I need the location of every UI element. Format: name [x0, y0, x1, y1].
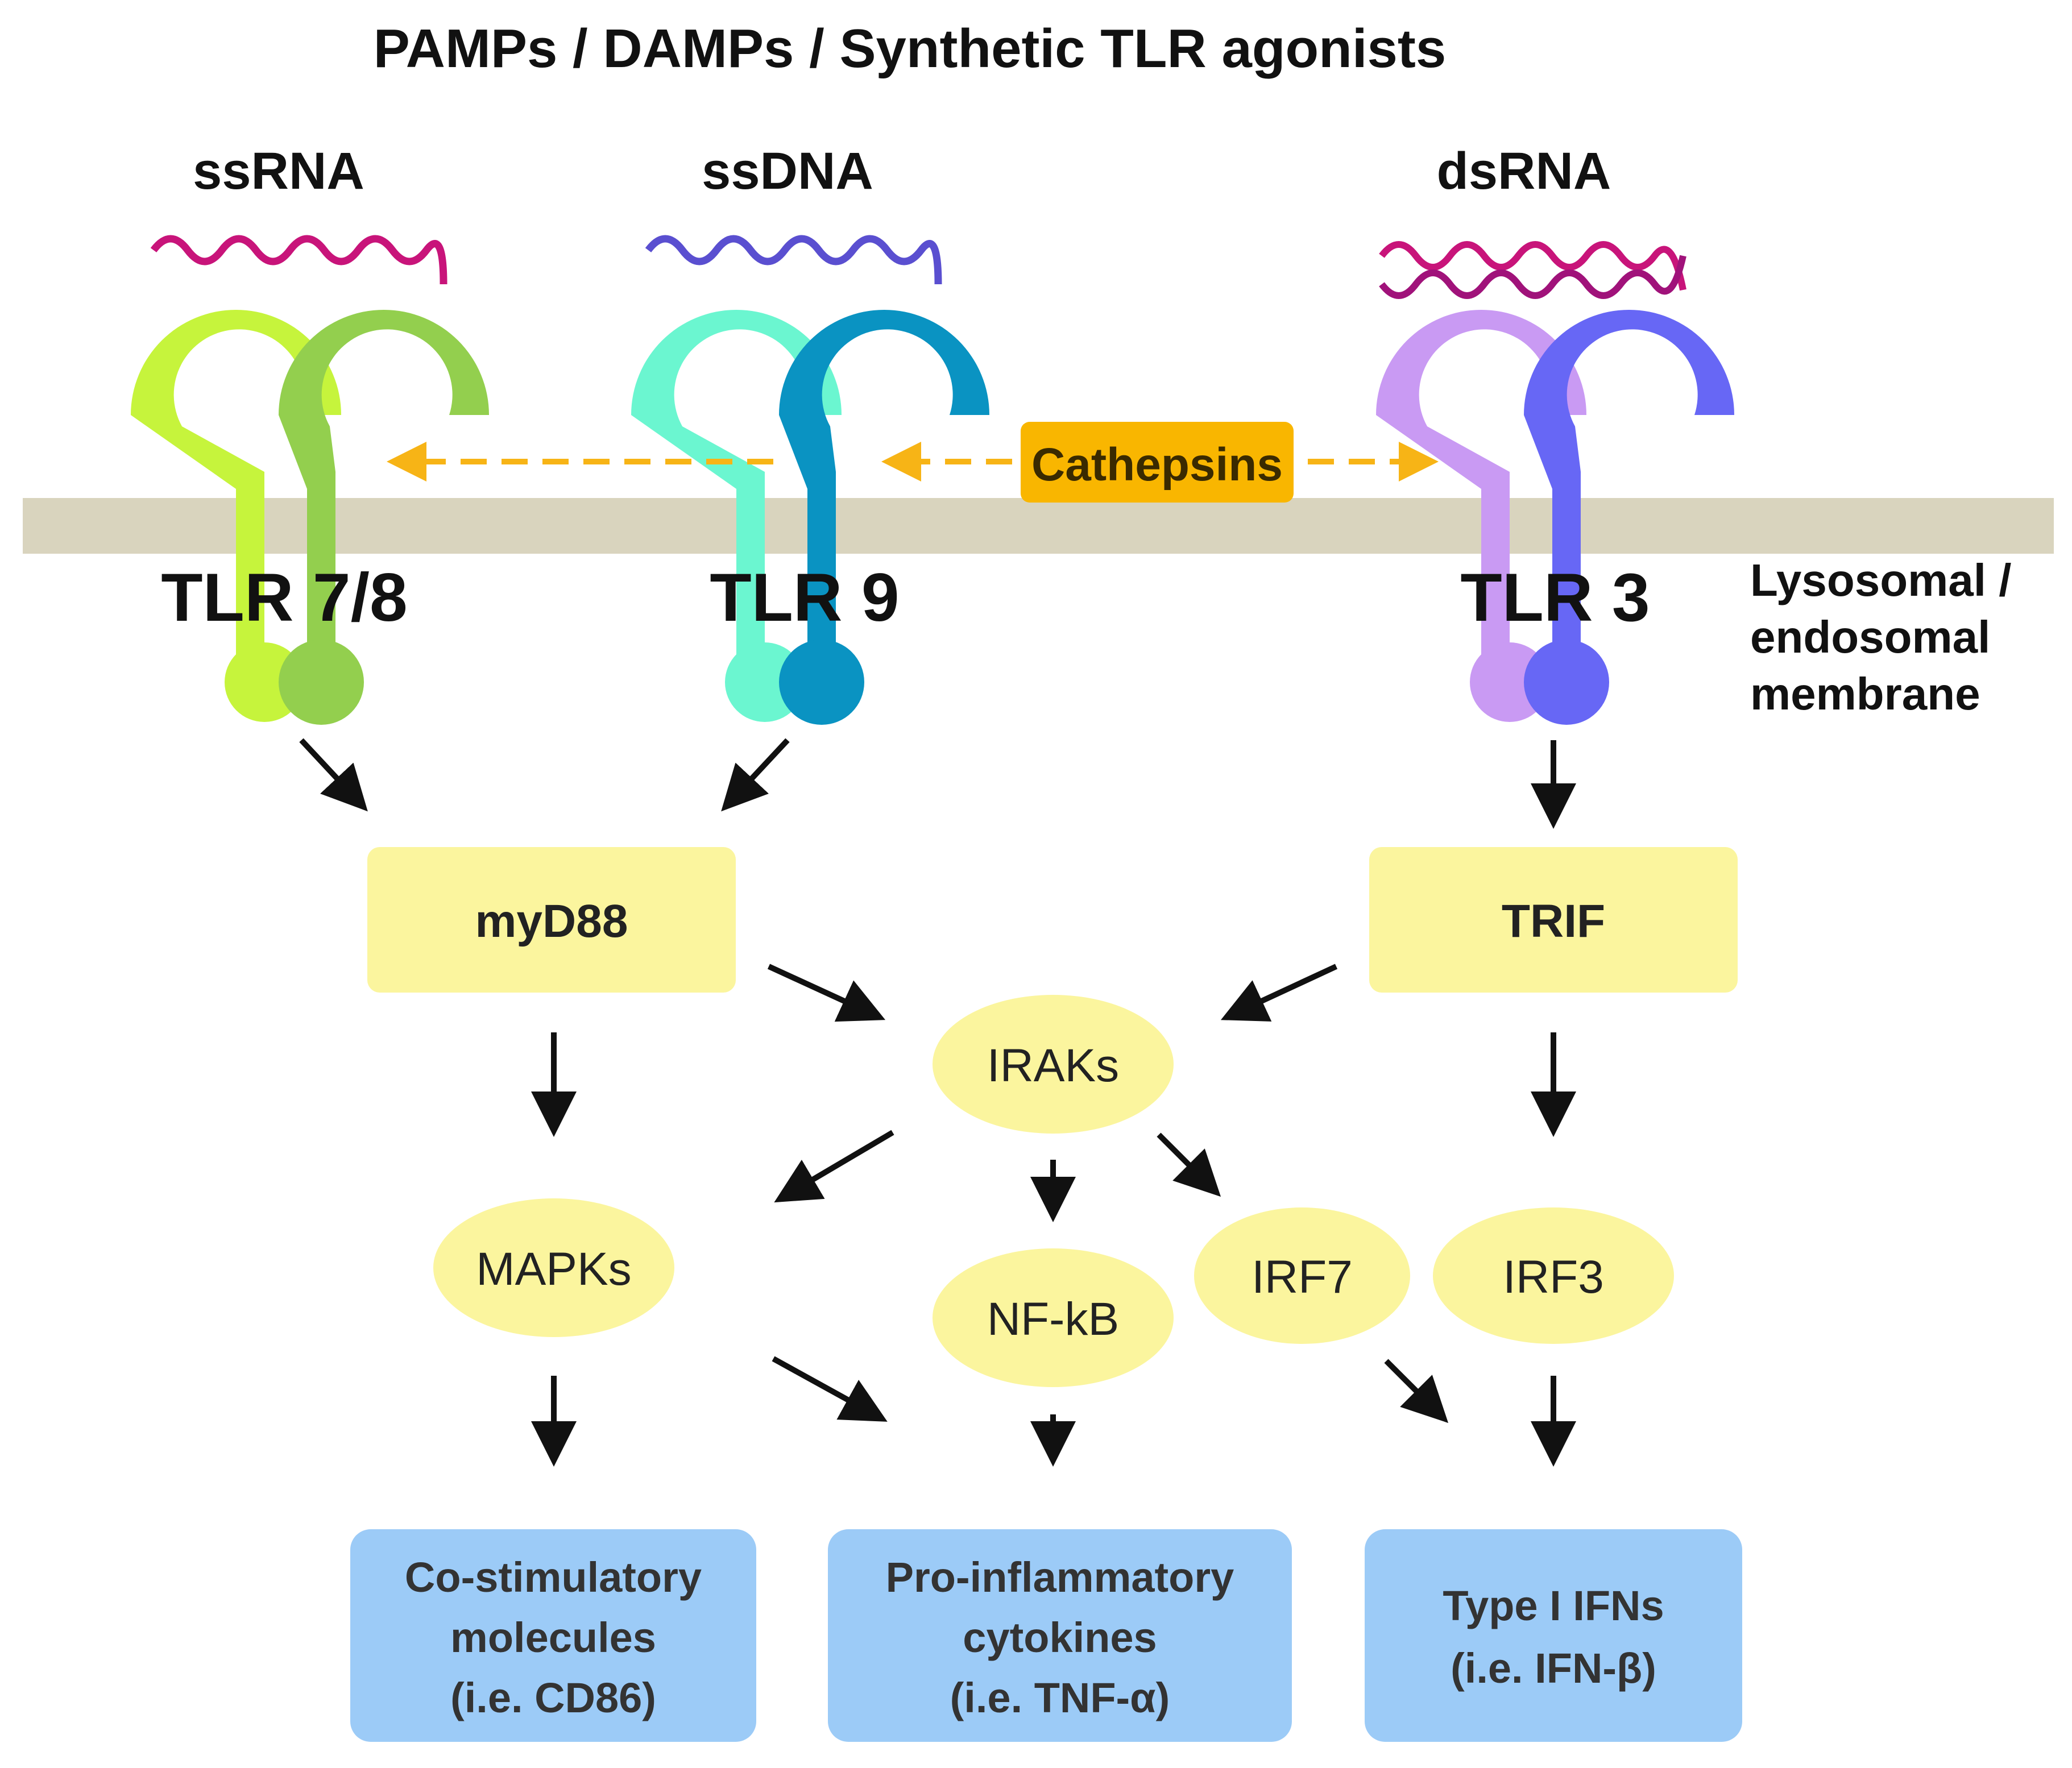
arrow-tlr9-to-myd88	[721, 738, 790, 812]
ifn-line1: Type I IFNs	[1443, 1582, 1664, 1629]
irf3-node: IRF3	[1433, 1207, 1674, 1344]
tlr9-receptor	[631, 310, 989, 725]
tlr78-receptor	[131, 310, 489, 725]
myd88-node: myD88	[367, 847, 736, 993]
arrow-iraks-to-mapks	[774, 1130, 894, 1203]
nfkb-node: NF-kB	[933, 1248, 1174, 1387]
mapks-node: MAPKs	[433, 1198, 674, 1337]
membrane-label-line1: Lysosomal /	[1750, 555, 2011, 605]
costim-line2: molecules	[450, 1614, 656, 1661]
proinflam-line1: Pro-inflammatory	[886, 1554, 1234, 1601]
mapks-label: MAPKs	[476, 1243, 631, 1295]
arrow-myd88-to-iraks	[767, 964, 886, 1022]
tlr3-receptor	[1376, 310, 1734, 725]
arrow-trif-to-iraks	[1220, 964, 1338, 1022]
iraks-node: IRAKs	[933, 995, 1174, 1134]
dsrna-wave-icon	[1379, 241, 1686, 299]
costim-line1: Co-stimulatory	[405, 1554, 702, 1601]
irf3-label: IRF3	[1503, 1251, 1604, 1303]
diagram-title: PAMPs / DAMPs / Synthetic TLR agonists	[374, 18, 1446, 79]
cathepsins-label: Cathepsins	[1031, 439, 1283, 491]
ligand-label-ssrna: ssRNA	[193, 142, 364, 200]
trif-node: TRIF	[1369, 847, 1738, 993]
costim-output-box: Co-stimulatory molecules (i.e. CD86)	[350, 1529, 756, 1742]
cathepsins-node: Cathepsins	[1021, 422, 1294, 503]
ssdna-wave-icon	[645, 235, 942, 285]
costim-line3: (i.e. CD86)	[450, 1674, 656, 1721]
arrow-iraks-to-irf7	[1157, 1132, 1221, 1197]
ssrna-wave-icon	[150, 235, 447, 285]
lysosomal-membrane	[23, 498, 2054, 554]
iraks-label: IRAKs	[987, 1040, 1119, 1091]
ligand-label-dsrna: dsRNA	[1437, 142, 1611, 200]
membrane-label-line2: endosomal	[1750, 612, 1990, 662]
proinflam-line2: cytokines	[963, 1614, 1157, 1661]
myd88-label: myD88	[475, 895, 628, 947]
ifn-output-box: Type I IFNs (i.e. IFN-β)	[1365, 1529, 1742, 1742]
arrow-tlr78-to-myd88	[299, 738, 368, 812]
arrow-irf7-to-ifn	[1384, 1359, 1449, 1423]
membrane-label-line3: membrane	[1750, 669, 1980, 719]
tlr78-label: TLR 7/8	[161, 559, 407, 636]
irf7-label: IRF7	[1252, 1251, 1353, 1303]
tlr9-label: TLR 9	[710, 559, 899, 636]
irf7-node: IRF7	[1194, 1207, 1410, 1344]
trif-label: TRIF	[1502, 895, 1605, 947]
tlr3-label: TLR 3	[1460, 559, 1650, 636]
signaling-arrows	[299, 738, 1576, 1467]
proinflam-line3: (i.e. TNF-α)	[950, 1674, 1170, 1721]
ifn-line2: (i.e. IFN-β)	[1451, 1645, 1656, 1692]
proinflammatory-output-box: Pro-inflammatory cytokines (i.e. TNF-α)	[828, 1529, 1292, 1742]
ligand-label-ssdna: ssDNA	[702, 142, 873, 200]
arrow-mapks-to-proinflam	[772, 1356, 888, 1422]
nfkb-label: NF-kB	[987, 1293, 1119, 1345]
